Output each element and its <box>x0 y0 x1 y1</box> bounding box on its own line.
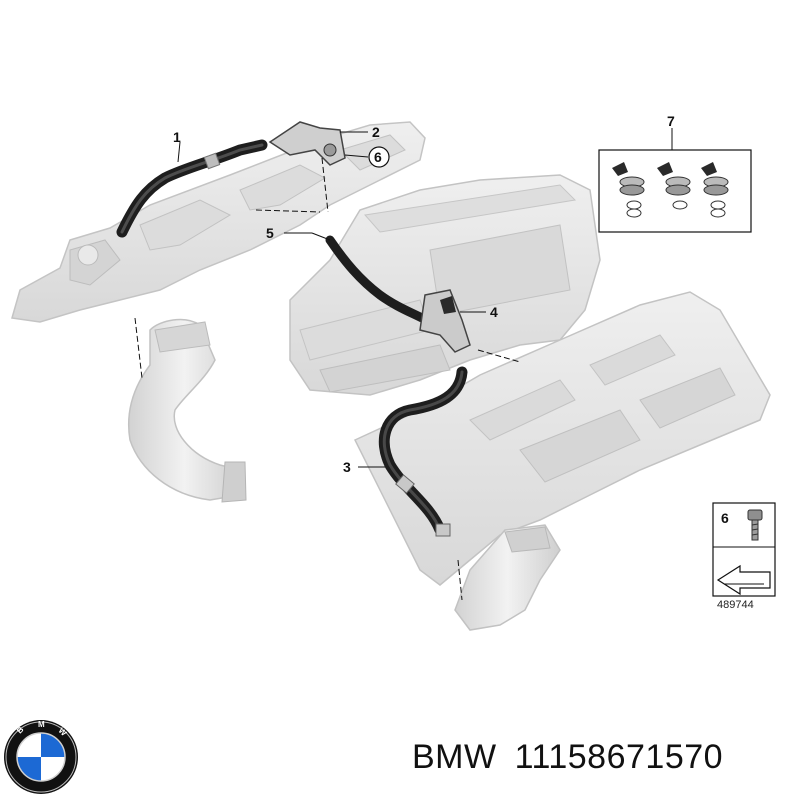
callout-3: 3 <box>343 459 351 475</box>
arrow-icon <box>716 564 771 596</box>
valve-4 <box>419 289 471 353</box>
valve-2 <box>268 121 346 166</box>
svg-text:M: M <box>38 720 45 729</box>
legend-callout-6: 6 <box>721 510 729 526</box>
callout-5: 5 <box>266 225 274 241</box>
callout-leaders <box>177 128 673 468</box>
part-number: 11158671570 <box>514 738 724 776</box>
hose-5 <box>325 235 427 323</box>
callout-2: 2 <box>372 124 380 140</box>
callout-1: 1 <box>173 129 181 145</box>
svg-text:B: B <box>15 725 26 736</box>
clip-set-1 <box>612 162 645 218</box>
legend-box: 6 489744 <box>712 502 776 611</box>
right-intake-duct <box>454 524 561 631</box>
diagram-number: 489744 <box>717 599 754 611</box>
callout-6-marker: 6 <box>368 146 390 168</box>
brand-part-number: BMW 11158671570 <box>412 738 741 777</box>
callout-4: 4 <box>490 304 498 320</box>
left-intake-duct <box>127 318 247 503</box>
clip-set-3 <box>701 162 729 218</box>
brand-name: BMW <box>412 738 497 776</box>
bmw-logo: B M W <box>4 720 78 794</box>
assembly-guides <box>134 157 521 601</box>
screw-icon <box>747 509 763 541</box>
callout-7: 7 <box>667 113 675 129</box>
part-7-box <box>598 149 752 233</box>
hose-1 <box>116 139 268 238</box>
clip-set-2 <box>657 162 691 210</box>
right-valve-cover <box>353 291 771 586</box>
hose-3 <box>378 366 468 537</box>
callout-6: 6 <box>374 149 382 165</box>
intake-manifold <box>289 174 601 396</box>
